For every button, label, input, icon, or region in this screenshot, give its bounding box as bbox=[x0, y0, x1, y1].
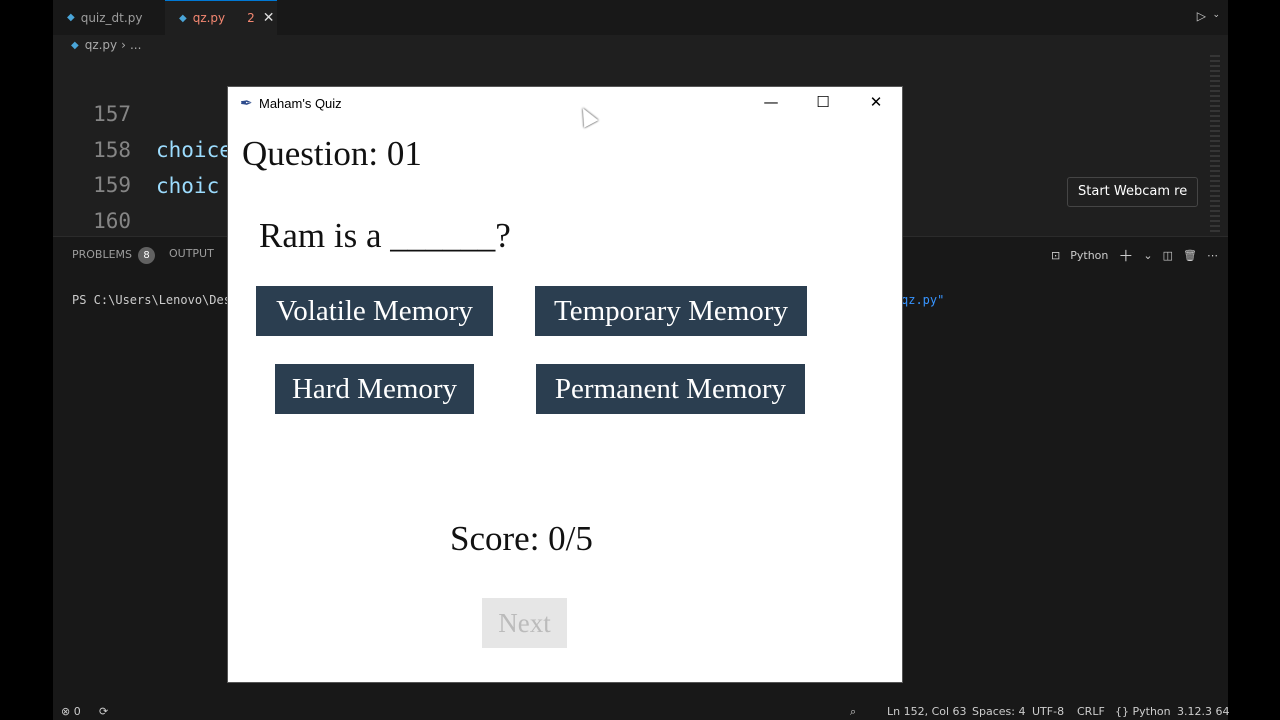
code-line: 158 choic bbox=[53, 96, 1213, 198]
problems-count-badge: 8 bbox=[138, 247, 156, 264]
tab-label: quiz_dt.py bbox=[80, 10, 143, 25]
breadcrumb-file[interactable]: qz.py bbox=[84, 38, 118, 52]
ports-count: 0 bbox=[73, 705, 81, 718]
shell-label[interactable]: Python bbox=[1070, 249, 1109, 262]
terminal-prompt: PS C:\Users\Lenovo\Desk bbox=[72, 293, 239, 307]
tab-problems[interactable]: PROBLEMS 8 bbox=[72, 247, 156, 264]
python-file-icon: ◆ bbox=[67, 12, 75, 23]
choice-button-4[interactable]: Permanent Memory bbox=[536, 364, 805, 414]
status-bar: ⊗ 0 ⟳ ⌕ Ln 152, Col 63 Spaces: 4 UTF-8 C… bbox=[53, 704, 1230, 720]
tab-qz[interactable]: ◆ qz.py 2 ✕ bbox=[165, 0, 277, 35]
close-icon[interactable]: ✕ bbox=[869, 93, 883, 111]
terminal-tail: qz.py" bbox=[901, 293, 945, 307]
sync-icon[interactable]: ⟳ bbox=[99, 705, 109, 718]
breadcrumb-rest[interactable]: ... bbox=[129, 38, 142, 52]
zoom-icon[interactable]: ⌕ bbox=[850, 705, 857, 718]
plus-icon[interactable]: ＋ bbox=[1118, 247, 1134, 265]
line-number: 157 bbox=[93, 102, 131, 126]
next-button[interactable]: Next bbox=[482, 598, 567, 648]
choice-button-1[interactable]: Volatile Memory bbox=[256, 286, 493, 336]
encoding[interactable]: UTF-8 bbox=[1032, 705, 1065, 718]
cursor-position[interactable]: Ln 152, Col 63 bbox=[887, 705, 967, 718]
chevron-right-icon: › bbox=[121, 38, 126, 52]
choice-button-3[interactable]: Hard Memory bbox=[275, 364, 474, 414]
panel-actions: ⊡ Python ＋ ⌄ ◫ 🗑 ⋯ bbox=[1051, 245, 1218, 266]
close-icon[interactable]: ✕ bbox=[262, 10, 275, 26]
window-titlebar[interactable]: ✒ Maham's Quiz — ☐ ✕ bbox=[228, 87, 902, 119]
run-icon[interactable]: ▷ bbox=[1196, 9, 1206, 23]
minimap[interactable] bbox=[1210, 55, 1220, 235]
question-text: Ram is a ______? bbox=[259, 216, 511, 255]
score-label: Score: 0/5 bbox=[450, 519, 593, 558]
editor-tab-bar: ◆ quiz_dt.py ◆ qz.py 2 ✕ ▷ ⌄ bbox=[53, 0, 1228, 35]
code-text: choic bbox=[156, 174, 220, 198]
choice-button-2[interactable]: Temporary Memory bbox=[535, 286, 807, 336]
tab-output[interactable]: OUTPUT bbox=[169, 247, 214, 260]
output-label: OUTPUT bbox=[169, 247, 214, 260]
line-number: 158 bbox=[93, 138, 131, 162]
more-icon[interactable]: ⋯ bbox=[1207, 249, 1218, 262]
window-title: Maham's Quiz bbox=[259, 96, 342, 111]
python-file-icon: ◆ bbox=[71, 39, 79, 51]
tab-quiz-dt[interactable]: ◆ quiz_dt.py bbox=[53, 0, 165, 35]
problem-count-badge: 2 bbox=[247, 11, 255, 25]
minimize-icon[interactable]: — bbox=[763, 93, 779, 111]
breadcrumb: ◆ qz.py › ... bbox=[53, 35, 1228, 55]
chevron-down-icon[interactable]: ⌄ bbox=[1212, 10, 1220, 20]
line-ending[interactable]: CRLF bbox=[1077, 705, 1105, 718]
quiz-window: ✒ Maham's Quiz — ☐ ✕ Question: 01 Ram is… bbox=[228, 87, 902, 682]
code-line: 159 bbox=[53, 131, 1213, 197]
line-number: 159 bbox=[93, 173, 131, 197]
language-mode[interactable]: {} Python bbox=[1115, 705, 1171, 718]
trash-icon[interactable]: 🗑 bbox=[1183, 249, 1197, 262]
tab-label: qz.py bbox=[192, 11, 226, 25]
chevron-down-icon[interactable]: ⌄ bbox=[1143, 249, 1153, 262]
feather-icon: ✒ bbox=[240, 94, 253, 112]
python-version[interactable]: 3.12.3 64 bbox=[1177, 705, 1230, 718]
split-icon[interactable]: ◫ bbox=[1162, 249, 1174, 262]
language-label: Python bbox=[1132, 705, 1171, 718]
python-file-icon: ◆ bbox=[179, 12, 187, 24]
line-number: 160 bbox=[93, 209, 131, 233]
terminal-icon: ⊡ bbox=[1051, 249, 1061, 262]
question-number: Question: 01 bbox=[242, 134, 422, 173]
remote-icon[interactable]: ⊗ 0 bbox=[61, 705, 81, 718]
maximize-icon[interactable]: ☐ bbox=[816, 93, 830, 111]
webcam-tooltip: Start Webcam re bbox=[1067, 177, 1199, 207]
problems-label: PROBLEMS bbox=[72, 248, 133, 261]
indentation[interactable]: Spaces: 4 bbox=[972, 705, 1026, 718]
